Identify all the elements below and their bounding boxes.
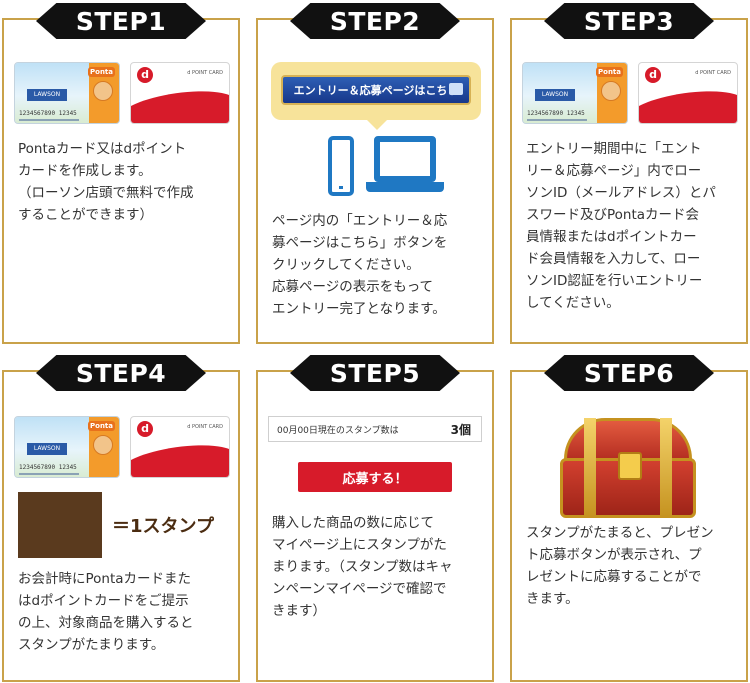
step2-description: ページ内の「エントリー＆応 募ページはこちら」ボタンを クリックしてください。 … bbox=[272, 210, 482, 320]
card-number: 1234567890 12345 bbox=[19, 464, 77, 471]
window-icon bbox=[449, 83, 463, 95]
step6-badge: STEP6 bbox=[544, 355, 714, 391]
step5-badge: STEP5 bbox=[290, 355, 460, 391]
step4-badge: STEP4 bbox=[36, 355, 206, 391]
stamp-square bbox=[18, 492, 102, 558]
ponta-card-image: Ponta LAWSON 1234567890 12345 bbox=[14, 416, 120, 478]
smartphone-icon bbox=[328, 136, 354, 196]
step1-card: Ponta LAWSON 1234567890 12345 d d POINT … bbox=[2, 18, 240, 344]
dpoint-card-label: d POINT CARD bbox=[187, 70, 223, 76]
step2-badge: STEP2 bbox=[290, 3, 460, 39]
dpoint-card-label: d POINT CARD bbox=[187, 424, 223, 430]
ponta-logo: Ponta bbox=[596, 67, 623, 77]
step6-card: スタンプがたまると、プレゼン ト応募ボタンが表示され、プ レゼントに応募すること… bbox=[510, 370, 748, 682]
laptop-icon bbox=[374, 136, 436, 182]
lawson-store-label: LAWSON bbox=[535, 89, 575, 101]
dpoint-logo: d bbox=[137, 67, 153, 83]
ponta-raccoon-icon bbox=[93, 435, 113, 455]
dpoint-logo: d bbox=[645, 67, 661, 83]
step1-description: Pontaカード又はdポイント カードを作成します。 （ローソン店頭で無料で作成… bbox=[18, 138, 228, 226]
step3-badge: STEP3 bbox=[544, 3, 714, 39]
step3-description: エントリー期間中に「エント リー＆応募ページ」内でロー ソンID（メールアドレス… bbox=[526, 138, 736, 314]
ponta-logo: Ponta bbox=[88, 67, 115, 77]
ponta-logo: Ponta bbox=[88, 421, 115, 431]
speech-bubble: エントリー＆応募ページはこちら bbox=[271, 62, 481, 120]
treasure-chest-icon bbox=[560, 418, 696, 520]
step6-description: スタンプがたまると、プレゼン ト応募ボタンが表示され、プ レゼントに応募すること… bbox=[526, 522, 736, 610]
step5-card: 00月00日現在のスタンプ数は 3個 応募する！ 購入した商品の数に応じて マイ… bbox=[256, 370, 494, 682]
step5-description: 購入した商品の数に応じて マイページ上にスタンプがた まります。（スタンプ数はキ… bbox=[272, 512, 482, 622]
stamp-count-value: 3個 bbox=[451, 421, 471, 438]
card-number: 1234567890 12345 bbox=[527, 110, 585, 117]
laptop-base bbox=[366, 182, 444, 192]
entry-apply-page-button[interactable]: エントリー＆応募ページはこちら bbox=[281, 75, 471, 105]
lawson-store-label: LAWSON bbox=[27, 89, 67, 101]
step4-card: Ponta LAWSON 1234567890 12345 d d POINT … bbox=[2, 370, 240, 682]
ponta-card-image: Ponta LAWSON 1234567890 12345 bbox=[14, 62, 120, 124]
ponta-card-image: Ponta LAWSON 1234567890 12345 bbox=[522, 62, 628, 124]
ponta-raccoon-icon bbox=[601, 81, 621, 101]
card-number: 1234567890 12345 bbox=[19, 110, 77, 117]
dpoint-card-image: d d POINT CARD bbox=[130, 62, 230, 124]
stamp-count-label: 00月00日現在のスタンプ数は bbox=[277, 423, 399, 436]
dpoint-logo: d bbox=[137, 421, 153, 437]
dpoint-card-label: d POINT CARD bbox=[695, 70, 731, 76]
dpoint-card-image: d d POINT CARD bbox=[130, 416, 230, 478]
step2-card: エントリー＆応募ページはこちら ページ内の「エントリー＆応 募ページはこちら」ボ… bbox=[256, 18, 494, 344]
dpoint-card-image: d d POINT CARD bbox=[638, 62, 738, 124]
ponta-raccoon-icon bbox=[93, 81, 113, 101]
stamp-equation: ＝1スタンプ bbox=[112, 512, 214, 538]
lawson-store-label: LAWSON bbox=[27, 443, 67, 455]
step1-badge: STEP1 bbox=[36, 3, 206, 39]
stamp-count-box: 00月00日現在のスタンプ数は 3個 bbox=[268, 416, 482, 442]
step4-description: お会計時にPontaカードまた はdポイントカードをご提示 の上、対象商品を購入… bbox=[18, 568, 228, 656]
step3-card: Ponta LAWSON 1234567890 12345 d d POINT … bbox=[510, 18, 748, 344]
apply-button[interactable]: 応募する！ bbox=[298, 462, 452, 492]
